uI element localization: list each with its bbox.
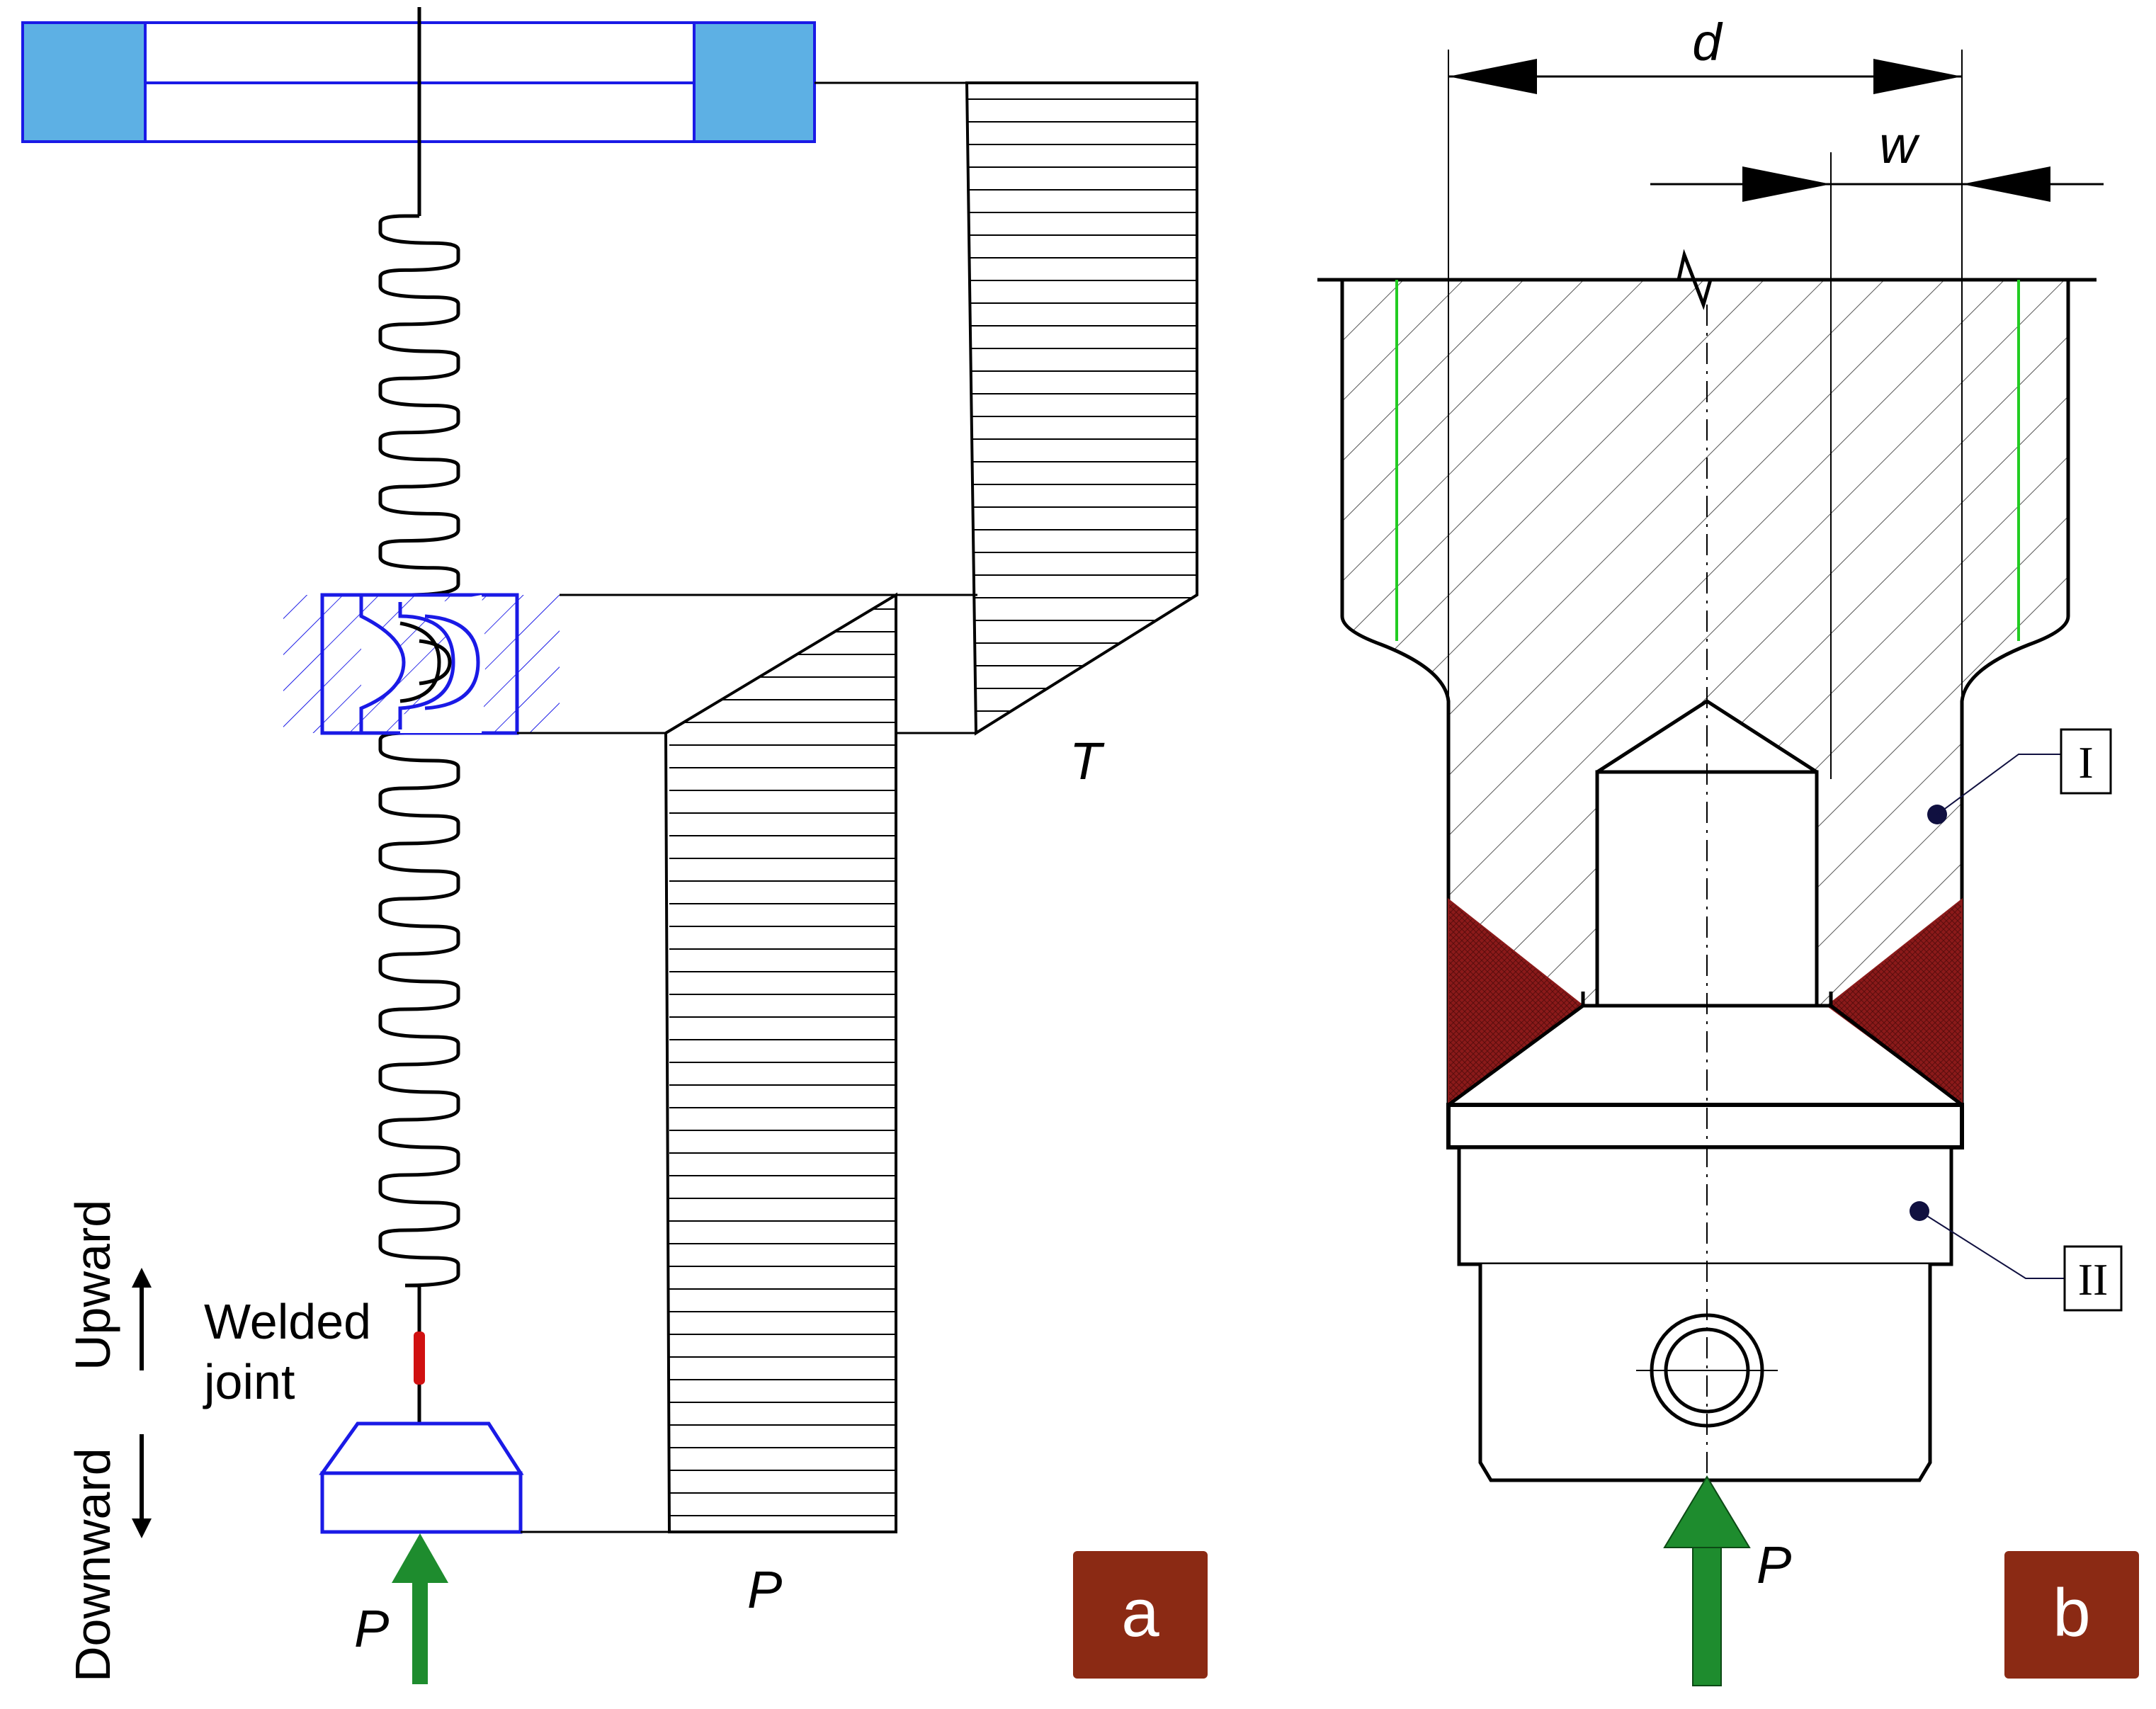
welded-joint-label-line2: joint [203,1354,295,1409]
bellows-lower [378,731,460,1288]
load-diagram-label: P [747,1560,782,1619]
bellows-upper [378,214,460,597]
clamp-block [283,593,560,735]
load-head [319,1421,524,1534]
pin-hole [1636,1313,1778,1428]
svg-text:a: a [1121,1575,1159,1651]
adapter-ring [1457,1145,1953,1266]
force-arrow-b [1663,1475,1751,1686]
weld-region [1447,897,1963,1107]
svg-text:d: d [1692,13,1723,72]
dimension-w: w [1650,115,2104,779]
torque-diagram-t [560,81,1198,736]
torque-label: T [1070,732,1105,790]
force-arrow-a [392,1533,448,1684]
panel-a-badge: a [1073,1551,1208,1679]
downward-label: Downward [65,1448,120,1682]
svg-text:b: b [2053,1575,2090,1651]
panel-b-badge: b [2004,1551,2139,1679]
force-label-a: P [354,1599,389,1658]
svg-text:w: w [1879,115,1920,174]
upward-label: Upward [65,1200,120,1370]
welded-joint-mark [414,1332,425,1385]
dimension-d: d [1448,13,1963,701]
flange-plate [1446,1103,1964,1149]
region-callout-1: I [1927,728,2112,824]
welded-joint-label-line1: Welded [204,1294,371,1349]
svg-text:I: I [2078,737,2093,788]
panel-b: d w I II P b [1317,13,2139,1686]
upward-arrow [132,1268,152,1370]
panel-a: T P P Welded joint Upward Downward a [21,7,1208,1684]
svg-text:II: II [2078,1254,2109,1305]
force-label-b: P [1757,1535,1791,1594]
downward-arrow [132,1434,152,1538]
load-diagram-p [517,592,897,1533]
region-callout-2: II [1910,1201,2123,1312]
